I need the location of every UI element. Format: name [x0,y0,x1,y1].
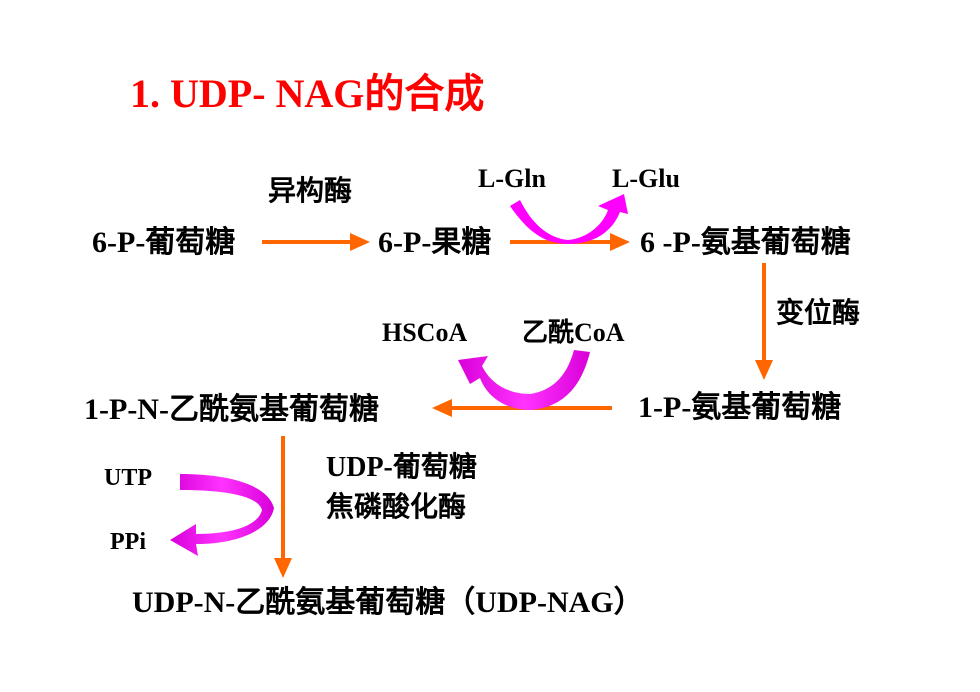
node-n-acetylglucosamine-1-phosphate: 1-P-N-乙酰氨基葡萄糖 [84,393,379,426]
node-glucose-6-phosphate: 6-P-葡萄糖 [92,226,236,259]
cofactor-l-gln: L-Gln [478,164,546,193]
node-fructose-6-phosphate: 6-P-果糖 [378,226,492,259]
enzyme-isomerase: 异构酶 [268,176,353,207]
enzyme-pyrophosphorylase-line1: UDP-葡萄糖 [326,452,477,483]
arrow-glcnac1p-to-udpnag [274,436,292,578]
cofactor-l-glu: L-Glu [612,164,680,193]
enzyme-pyrophosphorylase-line2: 焦磷酸化酶 [326,492,467,523]
node-udp-nag: UDP-N-乙酰氨基葡萄糖（UDP-NAG） [132,586,644,619]
cofactor-arrow-gln-glu [510,194,628,244]
arrow-g6p-to-f6p [262,233,370,251]
cofactor-utp: UTP [104,465,152,491]
enzyme-mutase: 变位酶 [776,298,861,329]
cofactor-acetyl-coa: 乙酰CoA [522,318,625,347]
arrow-glcn6p-to-glcn1p [755,263,773,380]
cofactor-hscoa: HSCoA [382,318,468,347]
cofactor-ppi: PPi [110,529,146,555]
cofactor-arrow-acetylcoa-hscoa [458,350,590,410]
node-glucosamine-6-phosphate: 6 -P-氨基葡萄糖 [640,226,851,259]
node-glucosamine-1-phosphate: 1-P-氨基葡萄糖 [638,391,842,424]
slide-title: 1. UDP- NAG的合成 [130,71,485,116]
cofactor-arrow-utp-ppi [170,474,274,556]
